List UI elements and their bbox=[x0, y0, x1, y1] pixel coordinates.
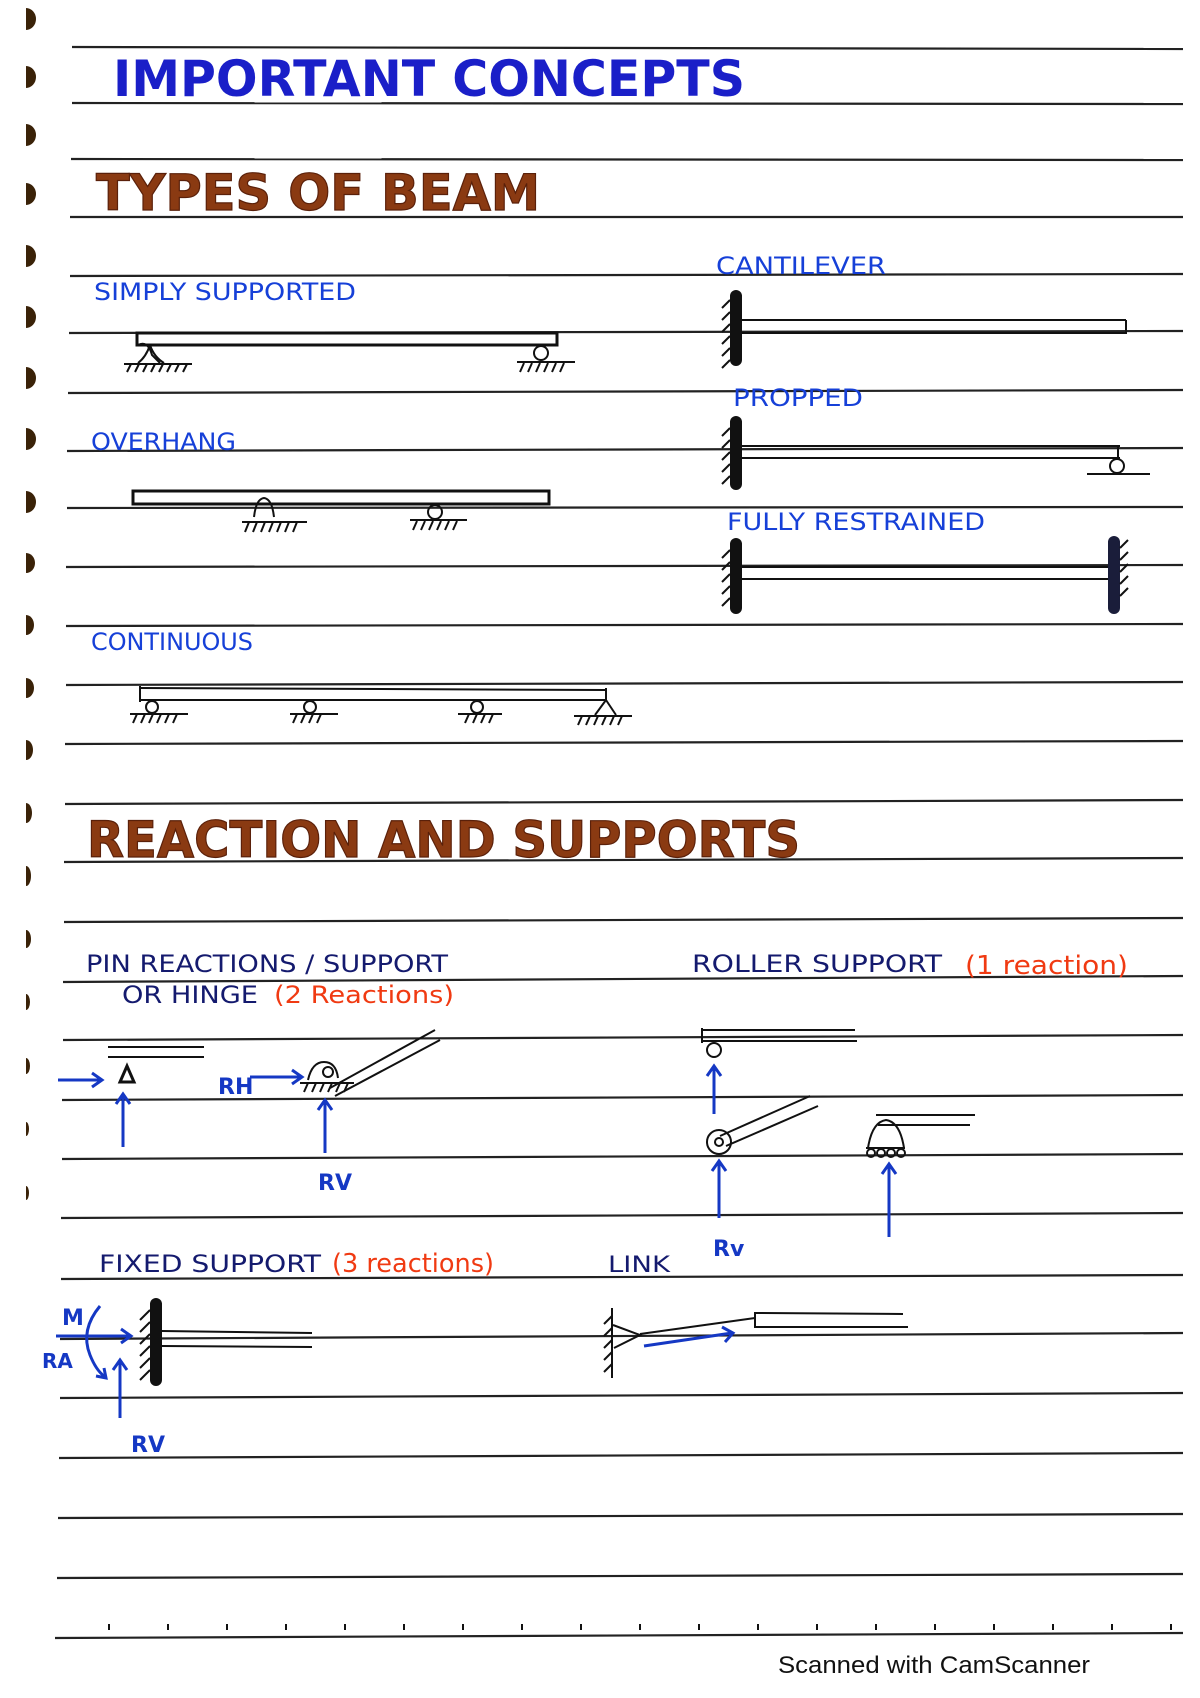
overhang-label: OVERHANG bbox=[91, 428, 236, 456]
page-title: IMPORTANT CONCEPTS bbox=[113, 50, 745, 108]
fixed-vertical-reaction-label: RV bbox=[131, 1433, 165, 1458]
fully-restrained-beam-diagram bbox=[721, 536, 1129, 614]
cantilever-beam-diagram bbox=[721, 290, 1127, 369]
roller-support-section: ROLLER SUPPORT (1 reaction) Rv bbox=[692, 950, 1128, 1262]
continuous-label: CONTINUOUS bbox=[91, 628, 253, 656]
types-of-beam-heading: TYPES OF BEAM bbox=[96, 164, 540, 222]
simply-supported-label: SIMPLY SUPPORTED bbox=[94, 278, 356, 306]
overhang-section: OVERHANG bbox=[91, 428, 551, 533]
fixed-horizontal-reaction-label: RA bbox=[42, 1349, 73, 1373]
pin-support-diagram-left bbox=[58, 1046, 204, 1147]
propped-section: PROPPED bbox=[721, 384, 1150, 490]
roller-support-reactions-note: (1 reaction) bbox=[965, 951, 1128, 981]
continuous-section: CONTINUOUS bbox=[91, 628, 632, 726]
simply-supported-section: SIMPLY SUPPORTED bbox=[94, 278, 575, 373]
link-section: LINK bbox=[603, 1253, 908, 1378]
overhang-beam-diagram bbox=[131, 489, 551, 533]
link-label: LINK bbox=[608, 1253, 671, 1278]
fixed-moment-label: M bbox=[62, 1306, 84, 1331]
fixed-support-label: FIXED SUPPORT bbox=[99, 1250, 321, 1278]
roller-support-diagram-carriage bbox=[866, 1114, 975, 1237]
pin-support-diagram-right: RH RV bbox=[218, 1029, 441, 1196]
pin-vertical-reaction-label: RV bbox=[318, 1171, 352, 1196]
cantilever-label: CANTILEVER bbox=[716, 252, 886, 280]
pin-horizontal-reaction-label: RH bbox=[218, 1075, 253, 1100]
fixed-support-reactions-note: (3 reactions) bbox=[332, 1249, 494, 1279]
pin-support-label-line2: OR HINGE bbox=[122, 981, 258, 1009]
fixed-support-diagram: M RA RV bbox=[42, 1298, 313, 1458]
fully-restrained-label: FULLY RESTRAINED bbox=[727, 508, 985, 536]
simply-supported-beam-diagram bbox=[124, 331, 575, 373]
fixed-support-section: FIXED SUPPORT (3 reactions) M RA RV bbox=[42, 1249, 494, 1458]
roller-support-diagram-inclined: Rv bbox=[706, 1095, 819, 1262]
roller-vertical-reaction-label: Rv bbox=[713, 1237, 745, 1262]
continuous-beam-diagram bbox=[130, 686, 632, 726]
link-diagram bbox=[603, 1308, 908, 1378]
fully-restrained-section: FULLY RESTRAINED bbox=[721, 508, 1129, 614]
pin-support-label-line1: PIN REACTIONS / SUPPORT bbox=[86, 950, 448, 978]
roller-support-diagram-top bbox=[701, 1028, 857, 1114]
binding-holes bbox=[26, 8, 36, 1200]
cantilever-section: CANTILEVER bbox=[716, 252, 1127, 369]
pin-support-reactions-note: (2 Reactions) bbox=[274, 981, 454, 1009]
reactions-supports-heading: REACTION AND SUPPORTS bbox=[87, 811, 800, 869]
scanner-watermark: Scanned with CamScanner bbox=[778, 1652, 1090, 1679]
roller-support-label: ROLLER SUPPORT bbox=[692, 950, 942, 978]
propped-beam-diagram bbox=[721, 416, 1150, 490]
bottom-ruler-ticks bbox=[108, 1624, 1172, 1630]
pin-support-section: PIN REACTIONS / SUPPORT OR HINGE (2 Reac… bbox=[58, 950, 454, 1196]
propped-label: PROPPED bbox=[733, 384, 863, 412]
